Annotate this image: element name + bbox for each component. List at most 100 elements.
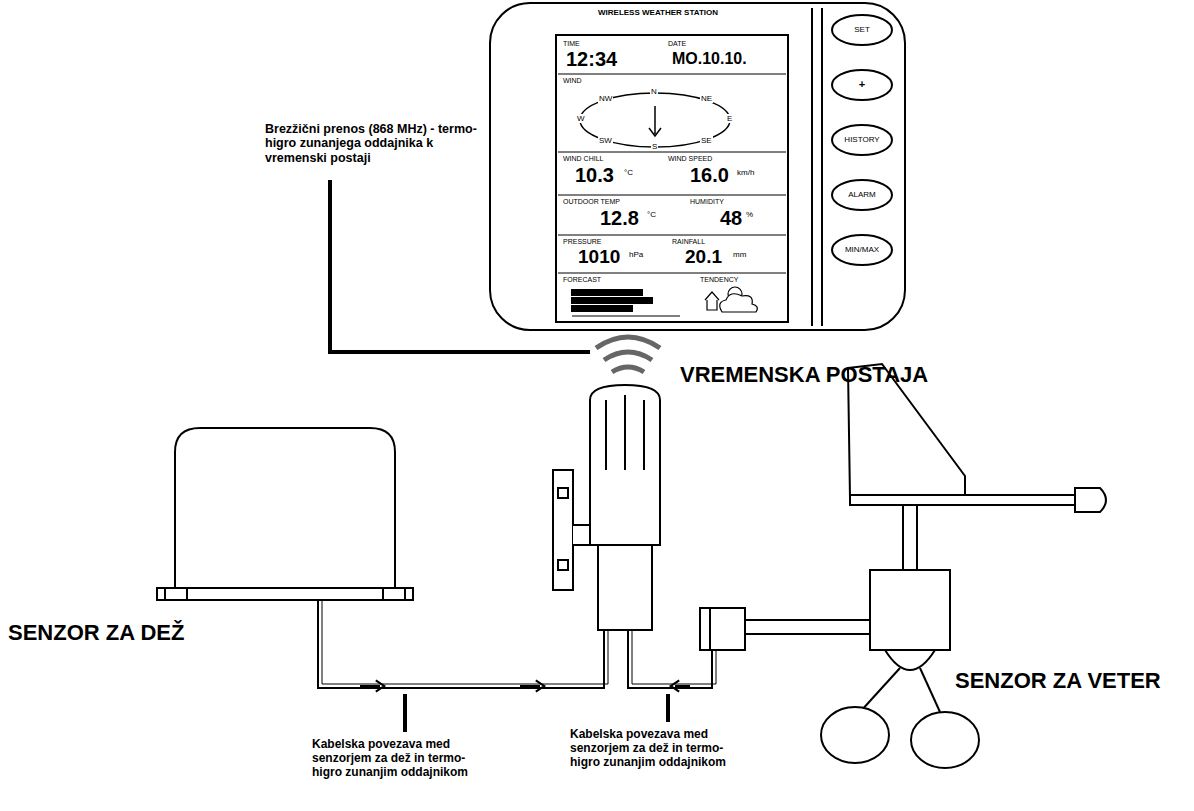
lcd-readout: RAINFALL	[672, 238, 705, 246]
lcd-readout: 1010	[578, 246, 620, 268]
button-label: SET	[834, 25, 890, 34]
wave	[596, 337, 660, 348]
lcd-divider	[558, 195, 786, 196]
lcd-readout: TIME	[563, 40, 580, 48]
forecast-axis	[572, 316, 680, 317]
leader-line	[666, 694, 670, 722]
lcd-readout: DATE	[668, 40, 686, 48]
button-label: +	[834, 78, 890, 91]
lcd-readout: mm	[733, 250, 746, 259]
support-arm	[745, 620, 870, 634]
lcd-readout: °C	[647, 210, 656, 219]
thermo-hygro-transmitter	[553, 385, 660, 630]
forecast-bar	[572, 306, 632, 311]
lcd-readout: %	[746, 210, 753, 219]
lcd-readout: 12:34	[566, 48, 617, 71]
lcd-readout: PRESSURE	[563, 238, 602, 246]
compass-ring	[580, 93, 730, 147]
mast	[903, 505, 917, 570]
rain-sensor: SENZOR ZA DEŽ	[5, 420, 425, 650]
sensor-housing	[870, 570, 950, 650]
screw-hole	[558, 488, 568, 498]
panel-edge	[811, 8, 813, 326]
cup	[911, 712, 979, 768]
cables	[318, 600, 716, 688]
cup	[821, 707, 889, 763]
lcd-readout: E	[726, 114, 733, 123]
cable-arrow	[360, 685, 380, 687]
cup-hub	[885, 650, 935, 670]
button	[832, 235, 892, 265]
lcd-readout: SW	[598, 136, 613, 145]
lcd-readout: NW	[598, 94, 613, 103]
lcd-readout: 48	[720, 207, 742, 230]
wave	[604, 352, 652, 360]
lcd-readout: W	[576, 114, 586, 123]
cloud-icon	[720, 294, 758, 312]
bracket-edge	[709, 608, 711, 650]
cup-arm	[920, 668, 940, 712]
lcd-divider	[558, 235, 786, 236]
forecast-bar	[572, 298, 652, 303]
lcd-readout: °C	[624, 168, 633, 177]
vent-slot	[605, 400, 607, 470]
wind-sensor: SENZOR ZA VETER	[845, 355, 1190, 735]
lcd-readout: hPa	[629, 250, 643, 259]
lcd-readout: TENDENCY	[700, 276, 739, 284]
vent-slot	[624, 395, 626, 470]
rain-gauge	[157, 428, 413, 600]
button-label: ALARM	[834, 190, 890, 199]
lcd-screen	[556, 35, 788, 322]
button-label: HISTORY	[834, 135, 890, 144]
lcd-readout: S	[651, 142, 658, 151]
rain-cable	[322, 600, 608, 684]
lcd-readout: 12.8	[600, 207, 639, 230]
vent-slot	[643, 400, 645, 470]
lcd-readout: 20.1	[685, 246, 722, 268]
compass-arrow	[649, 106, 661, 136]
counterweight	[1075, 488, 1106, 512]
cup-arm	[860, 668, 900, 712]
lcd-readout: WIND CHILL	[563, 155, 603, 163]
forecast-bar	[572, 290, 642, 295]
button	[832, 180, 892, 210]
station-housing	[490, 3, 905, 330]
vane-shaft	[850, 495, 1075, 505]
transmitter-body	[598, 545, 652, 630]
leader-line	[330, 180, 590, 352]
mount-bracket	[700, 608, 745, 650]
mount-plate	[553, 470, 573, 590]
anemometer	[700, 364, 1106, 768]
lcd-readout: WIND SPEED	[668, 155, 712, 163]
panel-edge	[821, 8, 823, 326]
device-title: WIRELESS WEATHER STATION	[598, 8, 718, 17]
rain-cable	[318, 600, 604, 688]
screw-hole	[558, 560, 568, 570]
cable-arrow	[675, 685, 690, 687]
button	[832, 70, 892, 100]
foot	[383, 588, 405, 600]
lcd-readout: MO.10.10.	[672, 50, 747, 68]
foot	[165, 588, 187, 600]
callout-text: Kabelska povezava med senzorjem za dež i…	[312, 738, 487, 779]
leader-line	[403, 694, 407, 732]
wave	[612, 367, 644, 372]
lcd-readout: SE	[700, 136, 713, 145]
weather-station	[490, 3, 905, 330]
lcd-divider	[558, 152, 786, 153]
rain-gauge-body	[175, 428, 395, 588]
lcd-readout: NE	[700, 94, 713, 103]
callout-text: Kabelska povezava med senzorjem za dež i…	[570, 728, 745, 769]
button	[832, 125, 892, 155]
callout-text: Brezžični prenos (868 MHz) - termo-higro…	[265, 122, 480, 165]
rain-gauge-base	[157, 588, 413, 600]
radiation-shield	[590, 385, 660, 545]
part-heading: SENZOR ZA DEŽ	[8, 620, 184, 646]
lcd-readout: km/h	[737, 168, 754, 177]
button-label: MIN/MAX	[834, 245, 890, 254]
lcd-divider	[558, 74, 786, 75]
house-icon	[705, 292, 719, 310]
lcd-divider	[558, 273, 786, 274]
radio-waves	[596, 337, 660, 372]
cable-arrow	[520, 685, 540, 687]
